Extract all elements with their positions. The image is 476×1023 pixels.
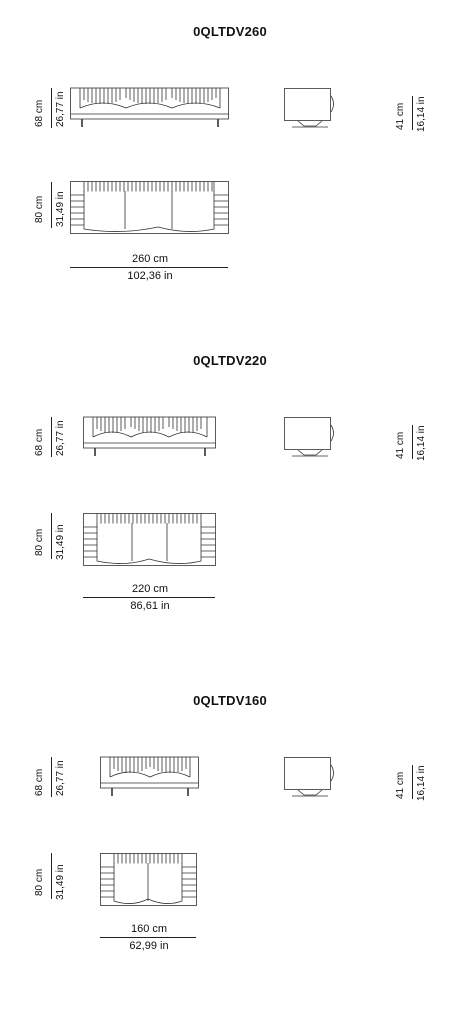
depth-in-label: 31,49 in (55, 524, 66, 560)
width-in-label: 86,61 in (130, 600, 170, 612)
width-cm-label: 220 cm (131, 583, 169, 595)
model-block-160: 0QLTDV160 68 cm 26,77 in 41 cm 16,14 in … (0, 693, 476, 1023)
sofa-plan-view (70, 181, 229, 234)
seat-height-in-label: 16,14 in (416, 765, 427, 801)
sofa-side-view (284, 757, 334, 797)
seat-height-cm-label: 41 cm (395, 102, 406, 130)
sofa-side-view (284, 417, 334, 457)
height-dimension-line (51, 88, 52, 128)
depth-in-label: 31,49 in (55, 191, 66, 227)
sofa-plan-view (100, 853, 197, 906)
model-block-260: 0QLTDV260 68 cm 26,77 in 41 cm 16,14 in … (0, 24, 476, 354)
depth-dimension-line (51, 853, 52, 899)
seat-height-dimension-line (412, 96, 413, 130)
depth-dimension-line (51, 182, 52, 228)
model-block-220: 0QLTDV220 68 cm 26,77 in 41 cm 16,14 in … (0, 353, 476, 683)
height-dimension-line (51, 417, 52, 457)
width-cm-label: 260 cm (131, 253, 169, 265)
seat-height-in-label: 16,14 in (416, 96, 427, 132)
width-dimension-line (83, 597, 215, 598)
sofa-plan-view (83, 513, 216, 566)
sofa-side-view (284, 88, 334, 128)
height-in-label: 26,77 in (55, 91, 66, 127)
height-cm-label: 68 cm (34, 99, 45, 127)
seat-height-in-label: 16,14 in (416, 425, 427, 461)
sofa-front-view (83, 416, 216, 456)
width-cm-label: 160 cm (130, 923, 168, 935)
depth-in-label: 31,49 in (55, 864, 66, 900)
depth-cm-label: 80 cm (34, 528, 45, 556)
model-code: 0QLTDV220 (193, 353, 267, 368)
height-cm-label: 68 cm (34, 428, 45, 456)
seat-height-cm-label: 41 cm (395, 771, 406, 799)
model-code: 0QLTDV160 (193, 693, 267, 708)
seat-height-cm-label: 41 cm (395, 431, 406, 459)
seat-height-dimension-line (412, 425, 413, 459)
depth-cm-label: 80 cm (34, 195, 45, 223)
width-dimension-line (70, 267, 228, 268)
depth-cm-label: 80 cm (34, 868, 45, 896)
height-dimension-line (51, 757, 52, 797)
depth-dimension-line (51, 513, 52, 559)
model-code: 0QLTDV260 (193, 24, 267, 39)
seat-height-dimension-line (412, 765, 413, 799)
height-in-label: 26,77 in (55, 420, 66, 456)
width-in-label: 62,99 in (129, 940, 169, 952)
width-in-label: 102,36 in (127, 270, 173, 282)
sofa-front-view (70, 87, 229, 127)
sofa-front-view (100, 756, 199, 796)
height-cm-label: 68 cm (34, 768, 45, 796)
height-in-label: 26,77 in (55, 760, 66, 796)
width-dimension-line (100, 937, 196, 938)
